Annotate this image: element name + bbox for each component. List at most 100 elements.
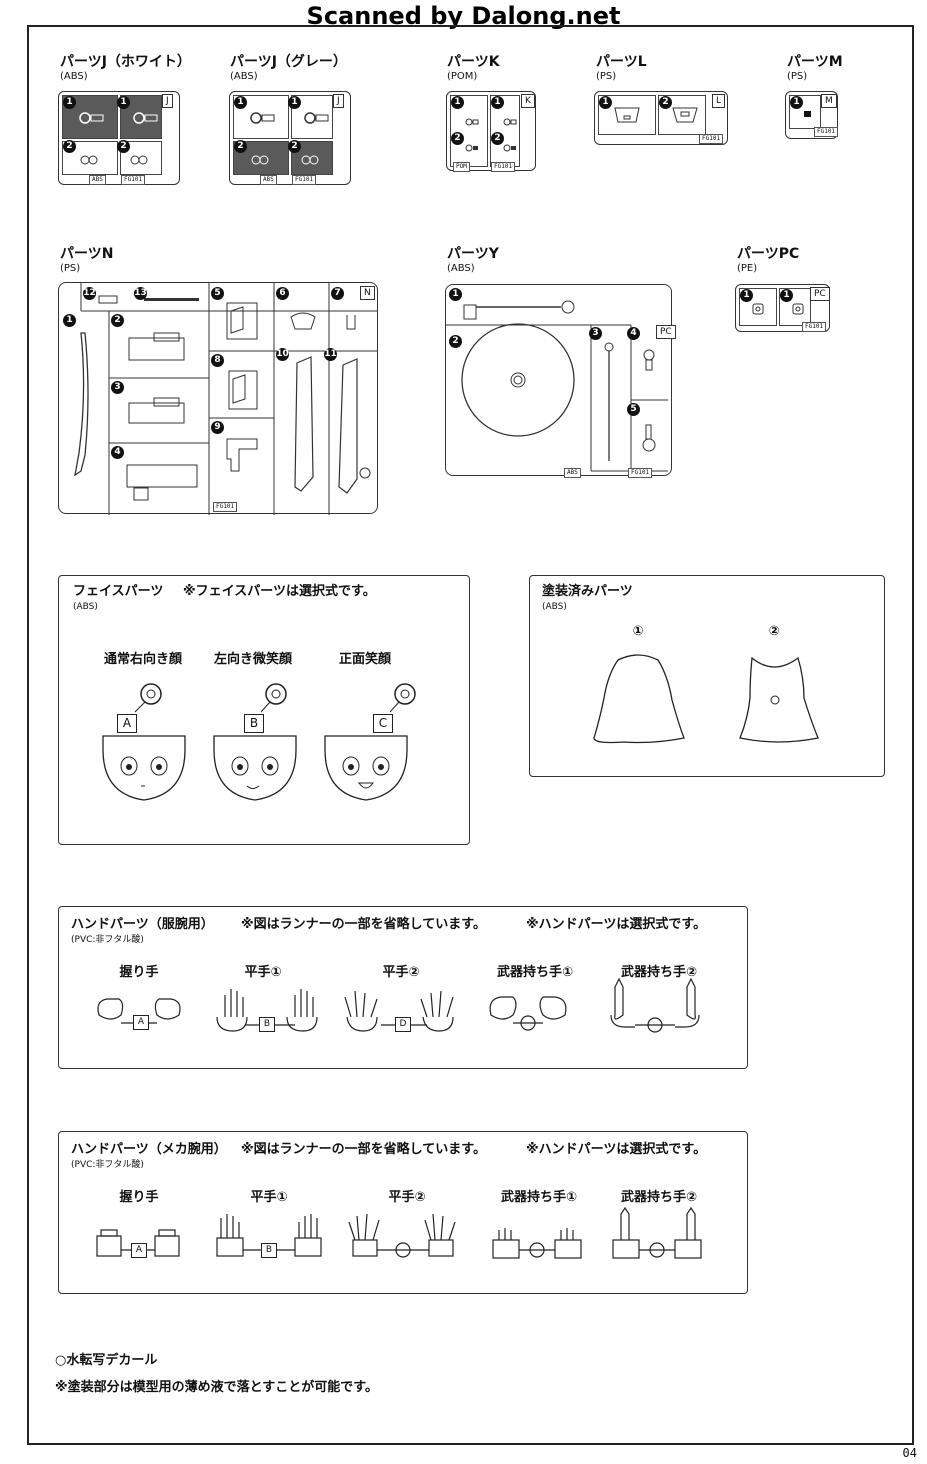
part-number-badge: 1: [491, 96, 504, 109]
hand-clothed-note1: ※図はランナーの一部を省略しています。: [241, 917, 486, 932]
hand-mecha-label-1: 握り手: [119, 1190, 159, 1205]
part-number-badge: 2: [451, 132, 464, 145]
runner-letter: J: [162, 94, 173, 108]
runner-title-k: パーツK: [447, 54, 500, 70]
runner-n: N 12 13 1 2 3 4: [58, 282, 378, 515]
part-number-badge: 1: [451, 96, 464, 109]
part-cell: [291, 141, 333, 175]
part-number-badge: 2: [491, 132, 504, 145]
runner-stamp: ABS: [564, 468, 581, 478]
painted-item-1: ①: [632, 624, 644, 639]
runner-n-layout: [74, 283, 377, 515]
runner-stamp: ABS: [89, 175, 106, 185]
runner-m: M 1 FG101: [785, 91, 839, 139]
hand-clothed-letter-d: D: [395, 1017, 411, 1032]
part-number-badge: 2: [449, 335, 462, 348]
runner-stamp: ABS: [260, 175, 277, 185]
hand-clothed-label-3: 平手②: [382, 965, 420, 980]
part-number-badge: 1: [740, 289, 753, 302]
runner-title-j-gray: パーツJ（グレー）: [230, 54, 347, 70]
part-number-badge: 2: [234, 140, 247, 153]
hand-clothed-title: ハンドパーツ（服腕用）: [71, 917, 214, 932]
hand-clothed-label-5: 武器持ち手②: [620, 965, 697, 980]
hand-parts-mecha-box: ハンドパーツ（メカ腕用） ※図はランナーの一部を省略しています。 ※ハンドパーツ…: [58, 1131, 748, 1294]
face-parts-note: ※フェイスパーツは選択式です。: [183, 584, 376, 599]
hand-clothed-drawings: [97, 977, 700, 1033]
part-number-badge: 1: [63, 314, 76, 327]
runner-stamp: FG101: [213, 502, 238, 512]
page-frame: [27, 25, 914, 1445]
decal-note: ※塗装部分は模型用の薄め液で落とすことが可能です。: [55, 1380, 378, 1395]
hand-mecha-label-4: 武器持ち手①: [500, 1190, 577, 1205]
painted-parts-drawings: [593, 654, 819, 744]
part-number-badge: 1: [117, 96, 130, 109]
face-letter-a: A: [117, 714, 137, 733]
runner-material-y: (ABS): [447, 263, 475, 274]
part-cell: [291, 95, 333, 139]
runner-letter: N: [360, 286, 375, 300]
part-shapes: [752, 303, 804, 315]
part-shapes: [614, 107, 698, 123]
face-drawing-a: [102, 683, 186, 801]
part-number-badge: 1: [449, 288, 462, 301]
part-number-badge: 8: [211, 354, 224, 367]
part-cell: [62, 141, 118, 175]
face-letter-c: C: [373, 714, 393, 733]
runner-stamp: FG101: [628, 468, 653, 478]
part-number-badge: 1: [780, 289, 793, 302]
runner-title-j-white: パーツJ（ホワイト）: [60, 54, 191, 70]
runner-j-white: J 1 1 2 2 ABS FG101: [58, 91, 180, 185]
hand-mecha-label-3: 平手②: [388, 1190, 426, 1205]
runner-stamp: FG101: [121, 175, 146, 185]
runner-material-j-white: (ABS): [60, 71, 88, 82]
part-number-badge: 3: [589, 327, 602, 340]
face-label-c: 正面笑顔: [338, 652, 391, 667]
part-cell: [598, 95, 656, 135]
runner-stamp: FG101: [814, 127, 839, 137]
painted-item-2: ②: [768, 624, 780, 639]
hand-clothed-label-4: 武器持ち手①: [496, 965, 573, 980]
part-shapes: [465, 118, 517, 152]
runner-pc: PC 1 1 FG101: [735, 284, 830, 332]
part-number-badge: 4: [111, 446, 124, 459]
part-cell: [789, 95, 821, 129]
part-shapes: [250, 112, 329, 165]
runner-material-k: (POM): [447, 71, 478, 82]
hand-clothed-letter-a: A: [133, 1015, 149, 1030]
hand-mecha-label-2: 平手①: [250, 1190, 288, 1205]
runner-title-pc: パーツPC: [737, 246, 800, 262]
runner-stamp: FG101: [292, 175, 317, 185]
runner-material-n: (PS): [60, 263, 81, 274]
part-cell: [779, 288, 811, 326]
part-number-badge: 1: [599, 96, 612, 109]
part-number-badge: 12: [83, 287, 96, 300]
runner-title-n: パーツN: [60, 246, 114, 262]
runner-y: PC 1 2 3 4 5 ABS FG101: [445, 284, 676, 478]
face-letter-b: B: [244, 714, 264, 733]
face-parts-title: フェイスパーツ: [73, 584, 164, 599]
runner-letter: PC: [656, 325, 676, 339]
runner-letter: M: [821, 94, 837, 108]
runner-letter: K: [521, 94, 535, 108]
part-number-badge: 2: [659, 96, 672, 109]
runner-letter: PC: [810, 287, 830, 301]
part-number-badge: 2: [288, 140, 301, 153]
part-number-badge: 4: [627, 327, 640, 340]
hand-mecha-material: (PVC:非フタル酸): [71, 1160, 144, 1170]
hand-clothed-note2: ※ハンドパーツは選択式です。: [526, 917, 707, 932]
part-number-badge: 9: [211, 421, 224, 434]
runner-letter: J: [333, 94, 344, 108]
decal-heading: ○水転写デカール: [55, 1353, 158, 1368]
part-number-badge: 1: [288, 96, 301, 109]
runner-title-y: パーツY: [447, 246, 499, 262]
part-cell: [658, 95, 706, 135]
runner-stamp: FG101: [802, 322, 827, 332]
part-cell: [120, 141, 162, 175]
runner-stamp: FG101: [699, 134, 724, 144]
face-label-b: 左向き微笑顔: [213, 652, 292, 667]
runner-material-j-gray: (ABS): [230, 71, 258, 82]
hand-mecha-note2: ※ハンドパーツは選択式です。: [526, 1142, 707, 1157]
part-cell: [739, 288, 777, 326]
face-label-a: 通常右向き顔: [103, 652, 182, 667]
part-number-badge: 13: [134, 287, 147, 300]
